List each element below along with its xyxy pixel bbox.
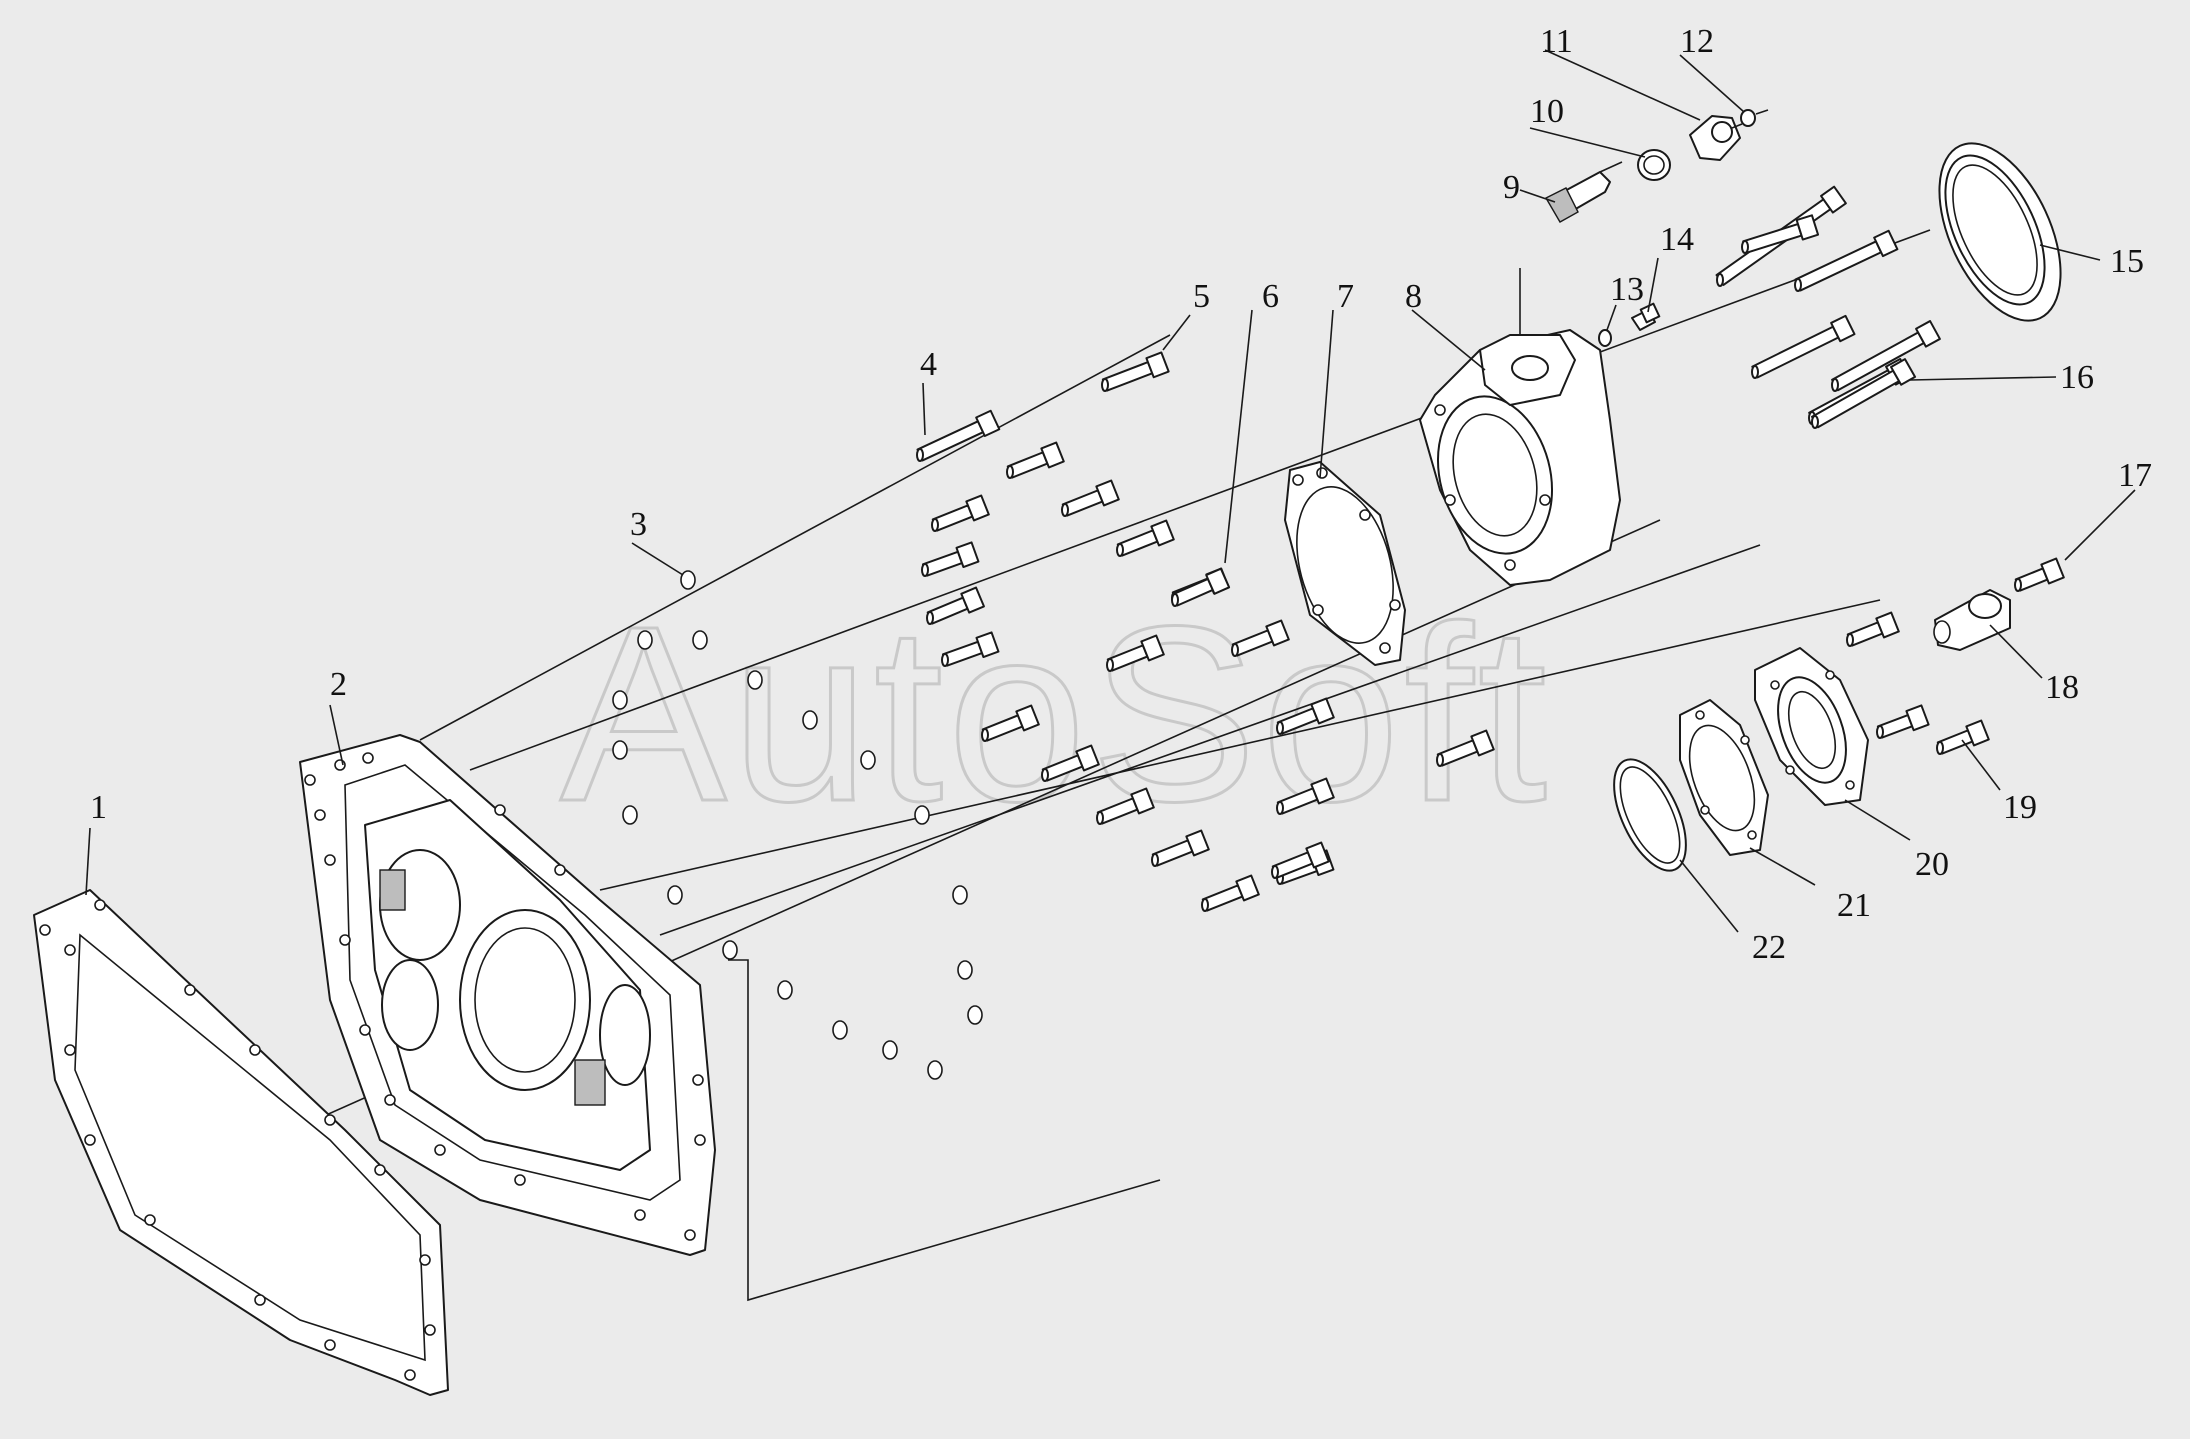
callout-18: 18 [2045, 669, 2079, 706]
short-bolt [1936, 719, 1990, 755]
short-bolt [1106, 634, 1165, 672]
short-bolt [1276, 777, 1335, 815]
callout-3: 3 [630, 506, 647, 543]
part-13-washer [1598, 329, 1612, 347]
short-bolt [1096, 787, 1155, 825]
short-bolt [926, 586, 985, 625]
callout-16: 16 [2060, 359, 2094, 396]
part-10-o-ring [1637, 149, 1671, 181]
hex-bolts-short [921, 441, 2065, 912]
short-bolt [921, 541, 980, 577]
short-bolt [1846, 611, 1900, 647]
short-bolt [1116, 519, 1175, 557]
part-7-gasket [1284, 461, 1406, 666]
long-bolt [1811, 358, 1917, 429]
callout-21: 21 [1837, 887, 1871, 924]
part-11-sensor [1689, 115, 1743, 161]
short-bolt [931, 494, 990, 532]
short-bolt [2014, 557, 2065, 592]
long-bolt [1741, 214, 1820, 254]
part-12-ring [1740, 109, 1769, 127]
part-21-gasket [1679, 699, 1769, 856]
part-2-housing [299, 734, 716, 1256]
callout-labels: 1 2 3 4 5 6 7 8 9 10 11 12 13 14 15 16 1… [90, 23, 2152, 966]
part-9-drive-shaft [1545, 161, 1623, 223]
callout-17: 17 [2118, 457, 2152, 494]
callout-15: 15 [2110, 243, 2144, 280]
short-bolt [1231, 619, 1290, 657]
callout-9: 9 [1503, 169, 1520, 206]
long-bolt [916, 409, 1001, 462]
callout-12: 12 [1680, 23, 1714, 60]
long-bolt [1101, 351, 1170, 392]
short-bolt [1271, 841, 1330, 879]
long-bolt [1171, 567, 1231, 607]
short-bolt [1276, 697, 1335, 735]
short-bolt [1436, 729, 1495, 767]
part-22-o-ring [1613, 758, 1687, 872]
callout-leaders [85, 49, 2136, 933]
long-bolt [1751, 314, 1856, 379]
hex-bolts-long [916, 185, 1941, 607]
long-bolt [1831, 320, 1941, 392]
short-bolt [1201, 874, 1260, 912]
callout-10: 10 [1530, 93, 1564, 130]
part-15-seal [1938, 142, 2062, 322]
callout-4: 4 [920, 346, 937, 383]
part-18-bracket [1933, 589, 2011, 651]
callout-1: 1 [90, 789, 107, 826]
callout-8: 8 [1405, 278, 1422, 315]
long-bolt [1794, 229, 1899, 292]
callout-14: 14 [1660, 221, 1694, 258]
callout-20: 20 [1915, 846, 1949, 883]
callout-13: 13 [1610, 271, 1644, 308]
callout-19: 19 [2003, 789, 2037, 826]
part-1-gasket [33, 889, 449, 1396]
callout-7: 7 [1337, 278, 1354, 315]
short-bolt [1061, 479, 1120, 517]
part-14-screw [1631, 302, 1661, 331]
part-20-flange [1754, 647, 1869, 806]
washers [612, 570, 983, 1080]
short-bolt [1041, 744, 1100, 782]
short-bolt [941, 631, 1000, 667]
part-8-drive-housing [1419, 329, 1621, 586]
callout-11: 11 [1540, 23, 1573, 60]
short-bolt [1151, 829, 1210, 867]
callout-22: 22 [1752, 929, 1786, 966]
short-bolt [1006, 441, 1065, 479]
callout-6: 6 [1262, 278, 1279, 315]
short-bolt [981, 704, 1040, 742]
callout-5: 5 [1193, 278, 1210, 315]
short-bolt [1876, 704, 1930, 739]
callout-2: 2 [330, 666, 347, 703]
